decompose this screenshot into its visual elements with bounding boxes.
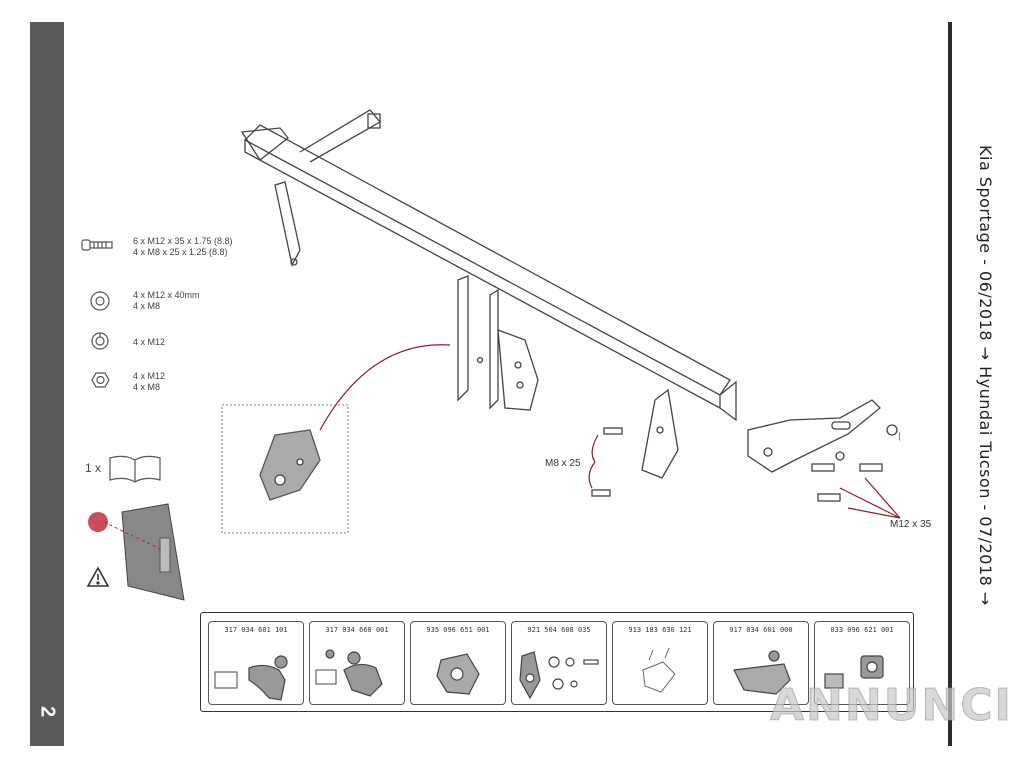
wiring-icon <box>642 647 676 693</box>
kit-code-4: 921 504 608 035 <box>527 626 591 634</box>
kit-code-7: 033 096 621 001 <box>830 626 894 634</box>
kit-card-1: 317 034 601 101 <box>208 621 304 705</box>
manual-count: 1 x <box>85 461 102 475</box>
towball-assembly-icon <box>315 649 383 697</box>
kit-code-2: 317 034 660 001 <box>325 626 389 634</box>
kit-card-7: 033 096 621 001 <box>814 621 910 705</box>
kit-card-3: 935 096 651 001 <box>410 621 506 705</box>
kit-card-6: 917 034 601 000 <box>713 621 809 705</box>
right-bracket <box>641 388 679 479</box>
book-icon <box>109 455 161 483</box>
socket-plate-icon <box>436 653 480 695</box>
label-m12-bolts: M12 x 35 <box>890 519 932 530</box>
kit-code-6: 917 034 601 000 <box>729 626 793 634</box>
watermark: ANNUNCI <box>770 680 1013 732</box>
left-bracket <box>274 181 301 267</box>
hardware-icon <box>519 651 599 700</box>
kit-code-1: 317 034 601 101 <box>224 626 288 634</box>
kit-code-5: 913 183 630 121 <box>628 626 692 634</box>
nut-icon <box>91 372 110 388</box>
instruction-sheet-icon <box>88 503 185 601</box>
towball-icon <box>214 655 288 701</box>
legend-spring-washers: 4 x M12 <box>133 337 166 347</box>
side-bracket <box>747 399 881 473</box>
warning-icon <box>86 566 110 587</box>
label-m8-bolts: M8 x 25 <box>545 458 581 469</box>
vehicle-title: Kia Sportage - 06/2018 → Hyundai Tucson … <box>976 145 995 606</box>
legend-icons <box>81 239 113 388</box>
kit-code-3: 935 096 651 001 <box>426 626 490 634</box>
towbar-drawing <box>221 109 900 534</box>
center-brackets <box>457 275 539 411</box>
page-side-bar <box>30 22 64 746</box>
arrows <box>319 344 900 519</box>
washer-icon <box>90 291 110 311</box>
manual-and-warning-icons <box>86 455 185 601</box>
bolt-icon <box>81 239 113 251</box>
right-divider <box>948 22 952 746</box>
spring-washer-icon <box>91 332 109 350</box>
page-number: 2 <box>36 705 59 718</box>
kit-card-4: 921 504 608 035 <box>511 621 607 705</box>
legend-bolts: 6 x M12 x 35 x 1.75 (8.8)4 x M8 x 25 x 1… <box>133 236 233 257</box>
kit-card-5: 913 183 630 121 <box>612 621 708 705</box>
electrical-socket-icon <box>824 655 884 689</box>
upper-left-arm <box>299 109 381 163</box>
detail-inset <box>221 404 349 534</box>
kit-contents-strip: 317 034 601 101 317 034 660 001 935 096 … <box>200 612 914 712</box>
kit-card-2: 317 034 660 001 <box>309 621 405 705</box>
loose-bolts <box>591 424 900 502</box>
towbar-assembly-icon <box>733 650 791 695</box>
main-crossbeam <box>240 124 737 422</box>
